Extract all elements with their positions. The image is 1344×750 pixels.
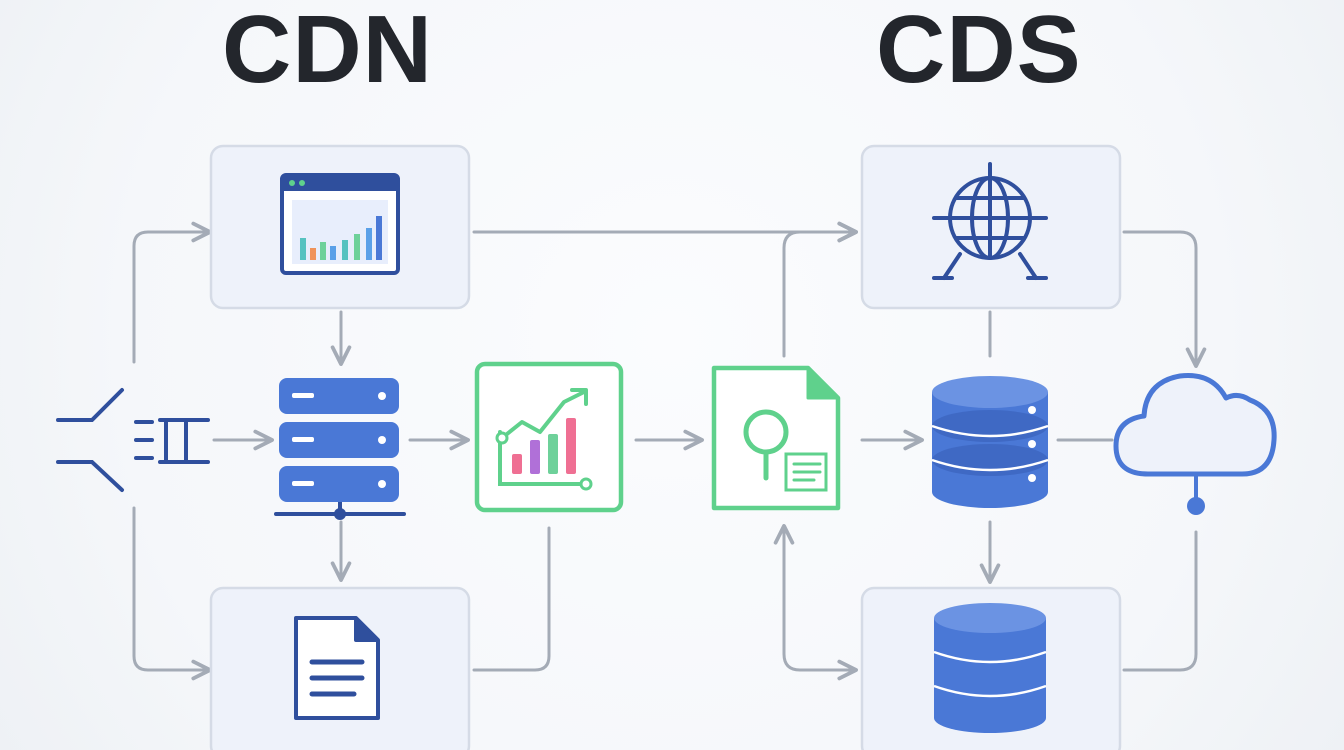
cds-title: CDS	[876, 0, 1082, 103]
globe-network-icon	[932, 162, 1048, 280]
document-icon	[294, 616, 380, 720]
server-rack-icon	[274, 378, 406, 520]
cds-globe-box	[860, 144, 1122, 310]
connector-globe-to-cloud	[1122, 230, 1207, 368]
cdn-title: CDN	[222, 0, 433, 103]
database-icon	[931, 376, 1049, 508]
browser-chart-icon	[280, 173, 400, 275]
cdn-dashboard-box	[209, 144, 471, 310]
connector-cloud-to-storage	[1122, 530, 1198, 672]
file-search-icon	[711, 365, 841, 511]
connector-request-to-dashboard	[132, 221, 212, 364]
connector-storage-to-filesearch	[773, 524, 858, 681]
cds-storage-box	[860, 586, 1122, 750]
growth-chart-icon	[474, 361, 624, 513]
cdn-document-box	[209, 586, 471, 750]
connectors	[132, 221, 1207, 681]
database-icon	[933, 603, 1047, 733]
connector-request-to-document	[132, 506, 212, 681]
connector-filesearch-to-globe	[782, 221, 858, 358]
cloud-icon	[1113, 372, 1277, 515]
connector-analytics-to-document	[472, 526, 551, 672]
request-split-icon	[56, 388, 210, 492]
